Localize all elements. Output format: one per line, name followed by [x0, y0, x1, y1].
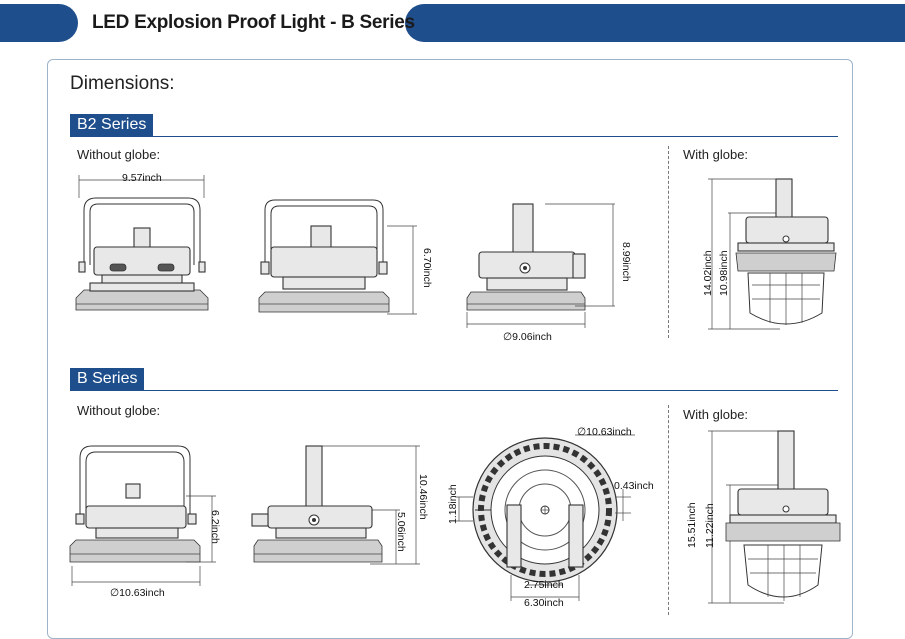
b-inner-width-dim: 2.75inch [524, 579, 564, 591]
b2-height-side-dim: 6.70inch [421, 248, 433, 288]
b2-height-bracket-dim: 8.99inch [620, 242, 632, 282]
b2-globe-total-dim: 14.02inch [702, 250, 714, 296]
b-outer-width-dim: 6.30inch [524, 597, 564, 609]
b2-globe-drawing [708, 178, 837, 330]
b-diameter-top-dim: ∅10.63inch [577, 426, 632, 438]
b-side-drawing [251, 445, 420, 565]
b-with-globe-label: With globe: [683, 407, 749, 422]
b2-globe-body-dim: 10.98inch [718, 250, 730, 296]
b2-series-tab: B2 Series [70, 114, 154, 136]
b2-separator [668, 146, 669, 338]
b-diameter-front-dim: ∅10.63inch [110, 587, 165, 599]
b-separator [668, 405, 669, 615]
b-height-side-body-dim: 5.06inch [395, 512, 407, 552]
b2-without-globe-label: Without globe: [77, 147, 161, 162]
b-globe-total-dim: 15.51inch [686, 502, 698, 548]
b2-diameter-dim: ∅9.06inch [503, 331, 552, 343]
b-globe-body-dim: 11.22inch [704, 503, 716, 548]
b-front-drawing [69, 445, 216, 586]
b2-side2-drawing [466, 203, 615, 328]
b-height-front-dim: 6.2inch [209, 510, 221, 544]
b2-front-drawing [75, 175, 209, 311]
b-top-drawing [455, 434, 635, 601]
b2-side-drawing [258, 199, 417, 315]
header-bar-left [0, 4, 78, 42]
page-title: LED Explosion Proof Light - B Series [92, 12, 415, 33]
b-without-globe-label: Without globe: [77, 403, 161, 418]
header-bar-right [405, 4, 905, 42]
b-series-tab: B Series [70, 368, 145, 390]
b2-width-dim: 9.57inch [122, 172, 162, 184]
section-title: Dimensions: [70, 73, 175, 94]
b-series-rule [70, 390, 838, 391]
b-gap-dim: 0.43inch [614, 480, 654, 492]
b-left-height-dim: 1.18inch [447, 484, 459, 524]
b-height-side-total-dim: 10.46inch [417, 474, 429, 520]
b2-series-rule [70, 136, 838, 137]
b2-with-globe-label: With globe: [683, 147, 749, 162]
b-globe-drawing [708, 430, 841, 604]
